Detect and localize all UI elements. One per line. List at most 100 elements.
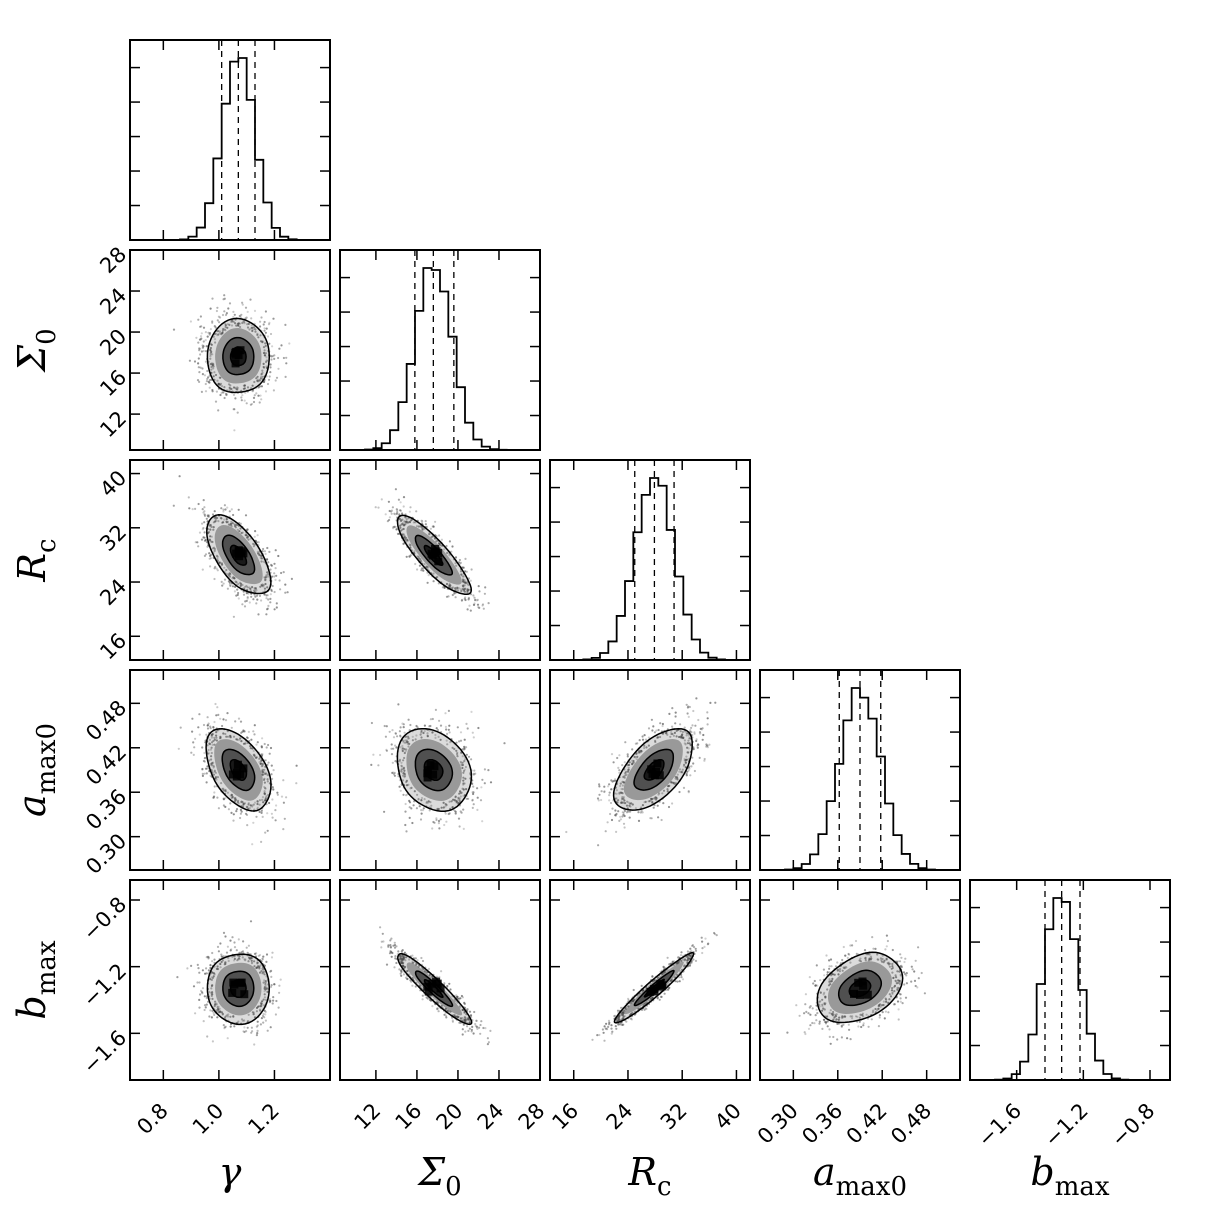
scatter-point — [243, 1026, 246, 1029]
scatter-point — [683, 763, 686, 766]
scatter-point — [608, 1021, 611, 1024]
scatter-point — [877, 1005, 880, 1008]
scatter-point — [826, 1015, 829, 1018]
scatter-point — [482, 1026, 485, 1030]
scatter-point — [255, 952, 258, 955]
scatter-point — [618, 1018, 621, 1021]
scatter-point — [203, 506, 206, 509]
scatter-point — [903, 960, 906, 964]
scatter-point — [216, 379, 219, 382]
scatter-point — [246, 386, 250, 389]
scatter-point — [213, 769, 216, 772]
scatter-point — [274, 819, 277, 822]
scatter-point — [481, 778, 484, 781]
scatter-point — [398, 968, 401, 971]
scatter-point — [467, 797, 470, 800]
scatter-point — [269, 985, 273, 989]
scatter-point — [260, 809, 263, 812]
histogram-frame-gamma — [129, 39, 331, 241]
scatter-point — [213, 958, 216, 961]
scatter-point — [227, 959, 230, 963]
scatter-point — [263, 742, 266, 746]
scatter-point — [481, 603, 485, 606]
scatter-point — [891, 965, 894, 968]
scatter-point — [459, 790, 462, 793]
scatter-point — [256, 1024, 259, 1027]
scatter-point — [865, 1013, 868, 1016]
histogram-frame-rc — [549, 459, 751, 661]
x-tick-label-sigma0: 12 — [350, 1099, 386, 1135]
scatter-point — [236, 388, 239, 391]
scatter-point — [411, 739, 414, 742]
scatter-point — [208, 752, 211, 755]
scatter-point — [260, 1017, 263, 1020]
scatter-point — [456, 995, 459, 998]
scatter-point — [202, 723, 206, 727]
scatter-point — [917, 977, 920, 980]
scatter-point — [826, 1025, 829, 1028]
scatter-point — [210, 976, 213, 979]
scatter-point — [254, 801, 257, 804]
scatter-point — [610, 1032, 613, 1035]
scatter-point — [204, 360, 207, 363]
scatter-point — [239, 325, 242, 329]
scatter-point — [625, 804, 629, 807]
scatter-point — [246, 1026, 249, 1029]
scatter-point — [689, 947, 692, 950]
scatter-point — [418, 564, 421, 567]
scatter-point — [211, 951, 214, 955]
scatter-point — [229, 1025, 232, 1028]
scatter-point — [223, 297, 226, 300]
scatter-point — [667, 805, 671, 809]
scatter-point — [419, 733, 422, 736]
scatter-point — [465, 570, 468, 573]
scatter-point — [256, 534, 259, 537]
scatter-point — [598, 785, 601, 788]
scatter-point — [903, 983, 906, 986]
scatter-point — [201, 969, 204, 972]
scatter-point — [399, 526, 402, 529]
scatter-point — [401, 749, 404, 753]
scatter-point — [678, 970, 682, 973]
scatter-point — [469, 1014, 473, 1017]
scatter-point — [685, 774, 688, 777]
scatter-point — [258, 971, 262, 974]
scatter-point — [215, 736, 218, 739]
scatter-point — [408, 520, 411, 523]
scatter-point — [194, 737, 197, 740]
y-tick-label-bmax: −1.2 — [78, 959, 131, 1012]
scatter-point — [830, 1012, 833, 1015]
scatter-point — [212, 528, 215, 531]
scatter-point — [177, 747, 180, 750]
scatter-point — [225, 311, 228, 315]
scatter-point — [269, 746, 273, 750]
scatter-point — [264, 1013, 267, 1016]
scatter-point — [818, 1020, 821, 1023]
scatter-point — [662, 789, 666, 792]
scatter-point — [651, 975, 654, 979]
scatter-point — [277, 356, 280, 360]
scatter-point — [284, 583, 287, 586]
scatter-point — [814, 984, 817, 987]
scatter-point — [671, 732, 674, 736]
contour-line — [837, 969, 883, 1007]
scatter-point — [224, 324, 227, 327]
scatter-point — [459, 810, 462, 813]
scatter-point — [209, 307, 212, 310]
scatter-point — [232, 393, 236, 396]
scatter-point — [622, 781, 626, 784]
scatter-point — [262, 998, 265, 1001]
scatter-point — [253, 309, 257, 312]
scatter-point — [215, 731, 218, 734]
contour-line — [816, 951, 904, 1024]
scatter-point — [258, 594, 262, 598]
scatter-point — [618, 769, 621, 772]
scatter-point — [226, 791, 229, 794]
contour-line — [221, 534, 256, 576]
scatter-point — [824, 996, 827, 999]
scatter-point — [244, 306, 248, 309]
density-cell — [233, 768, 241, 777]
y-axis-title-amax0: amax0 — [10, 723, 62, 817]
scatter-point — [686, 770, 689, 773]
scatter-point — [213, 738, 216, 741]
